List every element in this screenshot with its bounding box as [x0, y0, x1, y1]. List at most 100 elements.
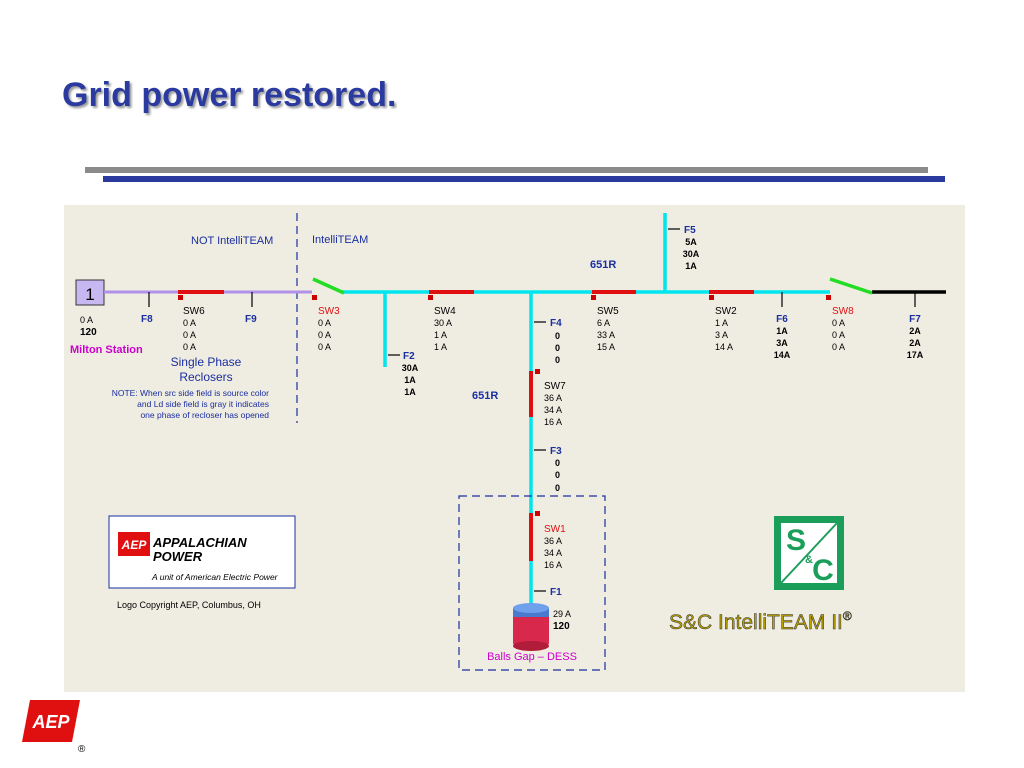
- sc-logo-ampersand: &: [805, 554, 813, 566]
- feeder-label-f6: F6: [776, 314, 788, 325]
- feeder-label-f4: F4: [550, 318, 562, 329]
- sc-registered-mark: ®: [843, 609, 852, 623]
- switch-sw4-reading-c: 1 A: [434, 342, 447, 352]
- dess-current: 29 A: [553, 609, 571, 619]
- switch-sw7-reading-a: 36 A: [544, 393, 562, 403]
- feeder-label-f8: F8: [141, 314, 153, 325]
- switch-sw5-indicator: [591, 295, 596, 300]
- feeder-f7-reading-a: 2A: [909, 326, 921, 336]
- feeder-f7-reading-b: 2A: [909, 338, 921, 348]
- feeder-f4-reading-a: 0: [555, 331, 560, 341]
- sc-logo-c: C: [812, 554, 834, 587]
- switch-sw3-reading-a: 0 A: [318, 318, 331, 328]
- switch-sw5-label: SW5: [597, 306, 619, 317]
- sc-intelliteam-brand: S&C IntelliTEAM II®: [669, 609, 852, 634]
- appalachian-logo-tagline: A unit of American Electric Power: [151, 572, 279, 582]
- switch-sw8-reading-c: 0 A: [832, 342, 845, 352]
- switch-sw5-reading-b: 33 A: [597, 330, 615, 340]
- dess-battery-base: [513, 641, 549, 651]
- appalachian-logo-line1: APPALACHIAN: [152, 535, 247, 550]
- feeder-f6-reading-a: 1A: [776, 326, 788, 336]
- feeder-label-f7: F7: [909, 314, 921, 325]
- dess-battery-top: [513, 603, 549, 613]
- switch-sw6-indicator: [178, 295, 183, 300]
- sc-logo-s: S: [786, 524, 806, 557]
- milton-station-label: Milton Station: [70, 344, 143, 356]
- switch-sw1-reading-b: 34 A: [544, 548, 562, 558]
- switch-sw6-reading-b: 0 A: [183, 330, 196, 340]
- feeder-label-f9: F9: [245, 314, 257, 325]
- aep-corner-logo-text: AEP: [31, 712, 70, 732]
- source-station-number: 1: [85, 285, 94, 304]
- switch-sw6-label: SW6: [183, 306, 205, 317]
- feeder-f3-reading-c: 0: [555, 483, 560, 493]
- dess-name-label: Balls Gap – DESS: [487, 651, 577, 663]
- appalachian-logo-badge: [118, 532, 150, 556]
- feeder-f4-reading-b: 0: [555, 343, 560, 353]
- switch-sw5-reading-c: 15 A: [597, 342, 615, 352]
- label-not-intelliteam: NOT IntelliTEAM: [191, 235, 273, 247]
- note-line-2: and Ld side field is gray it indicates: [137, 399, 269, 409]
- switch-sw8-reading-b: 0 A: [832, 330, 845, 340]
- switch-sw7-reading-b: 34 A: [544, 405, 562, 415]
- feeder-label-f1: F1: [550, 587, 562, 598]
- switch-sw3-reading-b: 0 A: [318, 330, 331, 340]
- feeder-label-f2: F2: [403, 351, 415, 362]
- sc-logo: S & C: [774, 516, 844, 590]
- single-phase-label-1: Single Phase: [171, 355, 242, 369]
- aep-corner-logo-shape: [22, 700, 80, 742]
- logo-copyright: Logo Copyright AEP, Columbus, OH: [117, 600, 261, 610]
- switch-sw7-label: SW7: [544, 381, 566, 392]
- feeder-f3-reading-b: 0: [555, 470, 560, 480]
- feeder-f6-reading-c: 14A: [774, 350, 791, 360]
- switch-sw3[interactable]: [312, 277, 345, 295]
- switch-sw7-indicator: [535, 369, 540, 374]
- circuit-label-651r-upper: 651R: [590, 259, 616, 271]
- switch-sw6-reading-a: 0 A: [183, 318, 196, 328]
- switch-sw2-label: SW2: [715, 306, 737, 317]
- feeder-f5-reading-c: 1A: [685, 261, 697, 271]
- switch-sw1-reading-a: 36 A: [544, 536, 562, 546]
- switch-sw4-reading-a: 30 A: [434, 318, 452, 328]
- switch-sw1-label: SW1: [544, 524, 566, 535]
- feeder-f2-reading-c: 1A: [404, 387, 416, 397]
- switch-sw7-reading-c: 16 A: [544, 417, 562, 427]
- switch-sw4-reading-b: 1 A: [434, 330, 447, 340]
- switch-sw3-indicator: [312, 295, 317, 300]
- appalachian-logo-line2: POWER: [153, 549, 203, 564]
- switch-sw8[interactable]: [829, 277, 873, 295]
- dess-voltage: 120: [553, 621, 570, 632]
- source-current: 0 A: [80, 315, 93, 325]
- single-phase-label-2: Reclosers: [179, 370, 232, 384]
- feeder-f7-reading-c: 17A: [907, 350, 924, 360]
- switch-sw3-reading-c: 0 A: [318, 342, 331, 352]
- switch-sw8-indicator: [826, 295, 831, 300]
- feeder-f5-reading-a: 5A: [685, 237, 697, 247]
- switch-sw1-reading-c: 16 A: [544, 560, 562, 570]
- switch-sw3-label: SW3: [318, 306, 340, 317]
- aep-corner-registered-mark: ®: [78, 744, 86, 754]
- sc-intelliteam-brand-text: S&C IntelliTEAM II: [669, 611, 843, 634]
- appalachian-logo-badge-text: AEP: [121, 538, 148, 552]
- note-line-1: NOTE: When src side field is source colo…: [112, 388, 269, 398]
- dess-battery-body: [513, 608, 549, 646]
- switch-sw8-reading-a: 0 A: [832, 318, 845, 328]
- appalachian-power-logo: AEP APPALACHIAN POWER A unit of American…: [108, 515, 296, 589]
- note-line-3: one phase of recloser has opened: [140, 410, 269, 420]
- aep-corner-logo: AEP ®: [22, 700, 86, 754]
- switch-sw2-reading-a: 1 A: [715, 318, 728, 328]
- switch-sw2-reading-c: 14 A: [715, 342, 733, 352]
- one-line-diagram: NOT IntelliTEAM IntelliTEAM 1 0 A 120 Mi…: [70, 213, 946, 671]
- dess-enclosure: [458, 495, 606, 671]
- sc-logo-diagonal: [780, 522, 838, 584]
- title-rule-gray: [85, 167, 928, 173]
- switch-sw8-label: SW8: [832, 306, 854, 317]
- dess-battery-icon[interactable]: [513, 603, 549, 651]
- circuit-label-651r-lower: 651R: [472, 390, 498, 402]
- switch-sw2-indicator: [709, 295, 714, 300]
- switch-sw5-reading-a: 6 A: [597, 318, 610, 328]
- slide-title: Grid power restored.: [62, 76, 397, 114]
- label-intelliteam: IntelliTEAM: [312, 234, 368, 246]
- feeder-f3-reading-a: 0: [555, 458, 560, 468]
- switch-sw4-label: SW4: [434, 306, 456, 317]
